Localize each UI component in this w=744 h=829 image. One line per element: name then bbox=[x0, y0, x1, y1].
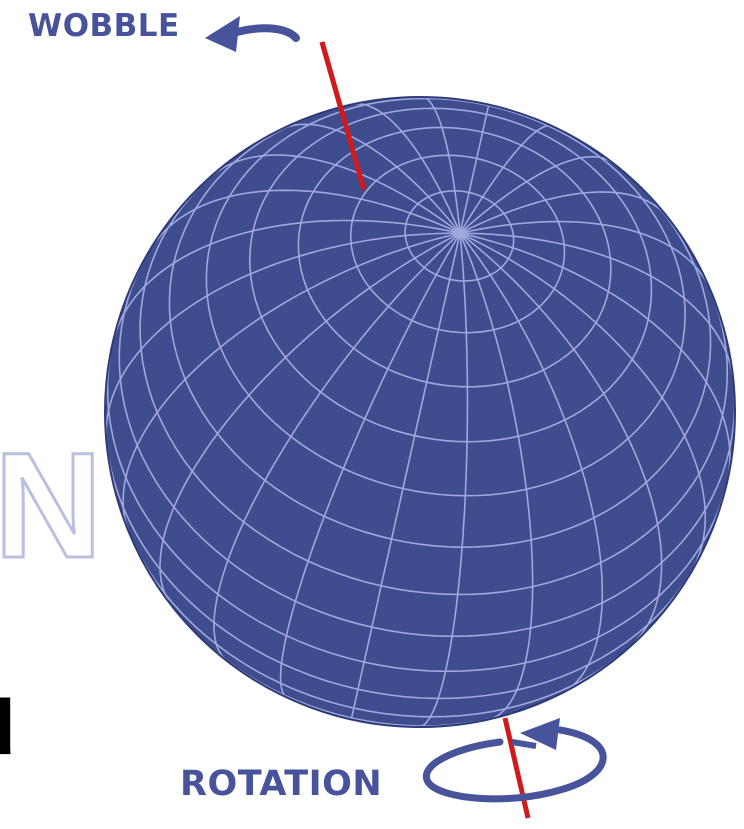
wobble-label: WOBBLE bbox=[28, 8, 180, 44]
wobble-arrow-icon bbox=[205, 16, 296, 52]
rotation-label: ROTATION bbox=[180, 764, 382, 804]
edge-outlined-letter: N bbox=[0, 430, 102, 580]
edge-black-letter: d bbox=[0, 688, 16, 766]
